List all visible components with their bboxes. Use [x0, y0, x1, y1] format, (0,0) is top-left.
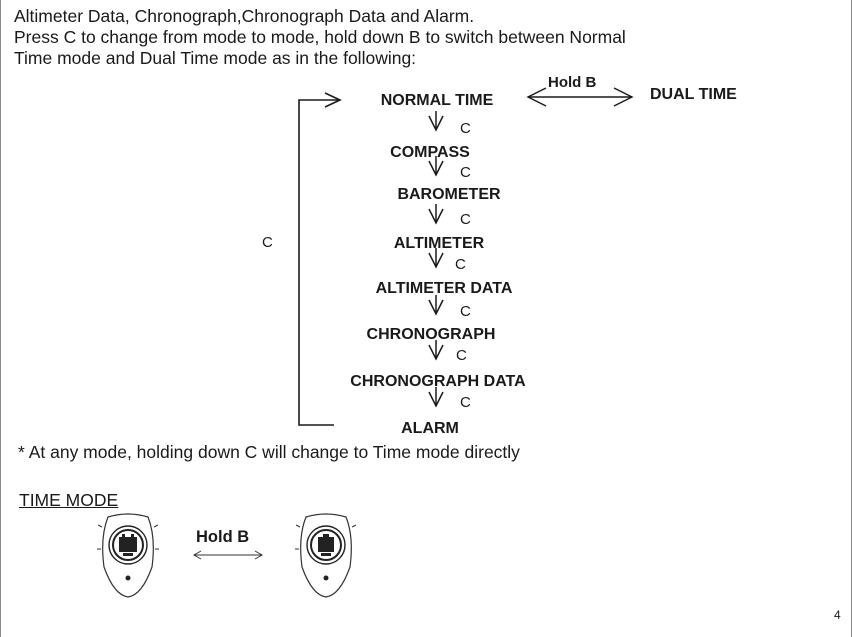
watch-dual-time-icon	[295, 513, 357, 598]
down-arrow-2	[428, 156, 444, 177]
mode-altimeter-data: ALTIMETER DATA	[375, 280, 513, 297]
down-arrow-1	[428, 111, 444, 132]
intro-line-1: Altimeter Data, Chronograph,Chronograph …	[14, 6, 475, 26]
mode-altimeter: ALTIMETER	[393, 235, 485, 252]
down-arrow-4	[428, 248, 444, 269]
down-arrow-7	[428, 387, 444, 408]
down-arrow-6	[428, 340, 444, 361]
mode-normal-time: NORMAL TIME	[380, 92, 494, 109]
mode-chronograph-data: CHRONOGRAPH DATA	[350, 373, 526, 390]
mode-barometer: BAROMETER	[397, 186, 501, 203]
mode-note: * At any mode, holding down C will chang…	[18, 442, 520, 462]
step-label-c: C	[460, 164, 471, 181]
mode-alarm: ALARM	[401, 420, 459, 437]
intro-line-2: Press C to change from mode to mode, hol…	[14, 27, 626, 47]
section-title-time-mode: TIME MODE	[19, 490, 119, 510]
mode-compass: COMPASS	[390, 144, 470, 161]
loop-arrowhead	[324, 92, 342, 108]
watch-normal-time-icon	[97, 513, 159, 598]
down-arrow-3	[428, 204, 444, 225]
step-label-c: C	[460, 211, 471, 228]
step-label-c: C	[460, 394, 471, 411]
step-label-c: C	[460, 120, 471, 137]
hold-b-label: Hold B	[548, 74, 597, 91]
hold-b-bottom-label: Hold B	[196, 528, 250, 546]
step-label-c: C	[456, 347, 467, 364]
hold-b-small-double-arrow	[192, 550, 264, 560]
loop-label-c: C	[262, 234, 273, 251]
step-label-c: C	[455, 256, 466, 273]
mode-dual-time: DUAL TIME	[650, 86, 737, 103]
down-arrow-5	[428, 295, 444, 316]
mode-chronograph: CHRONOGRAPH	[366, 326, 496, 343]
loop-bracket	[298, 99, 340, 426]
step-label-c: C	[460, 303, 471, 320]
page-number: 4	[834, 608, 841, 622]
intro-line-3: Time mode and Dual Time mode as in the f…	[14, 48, 417, 68]
